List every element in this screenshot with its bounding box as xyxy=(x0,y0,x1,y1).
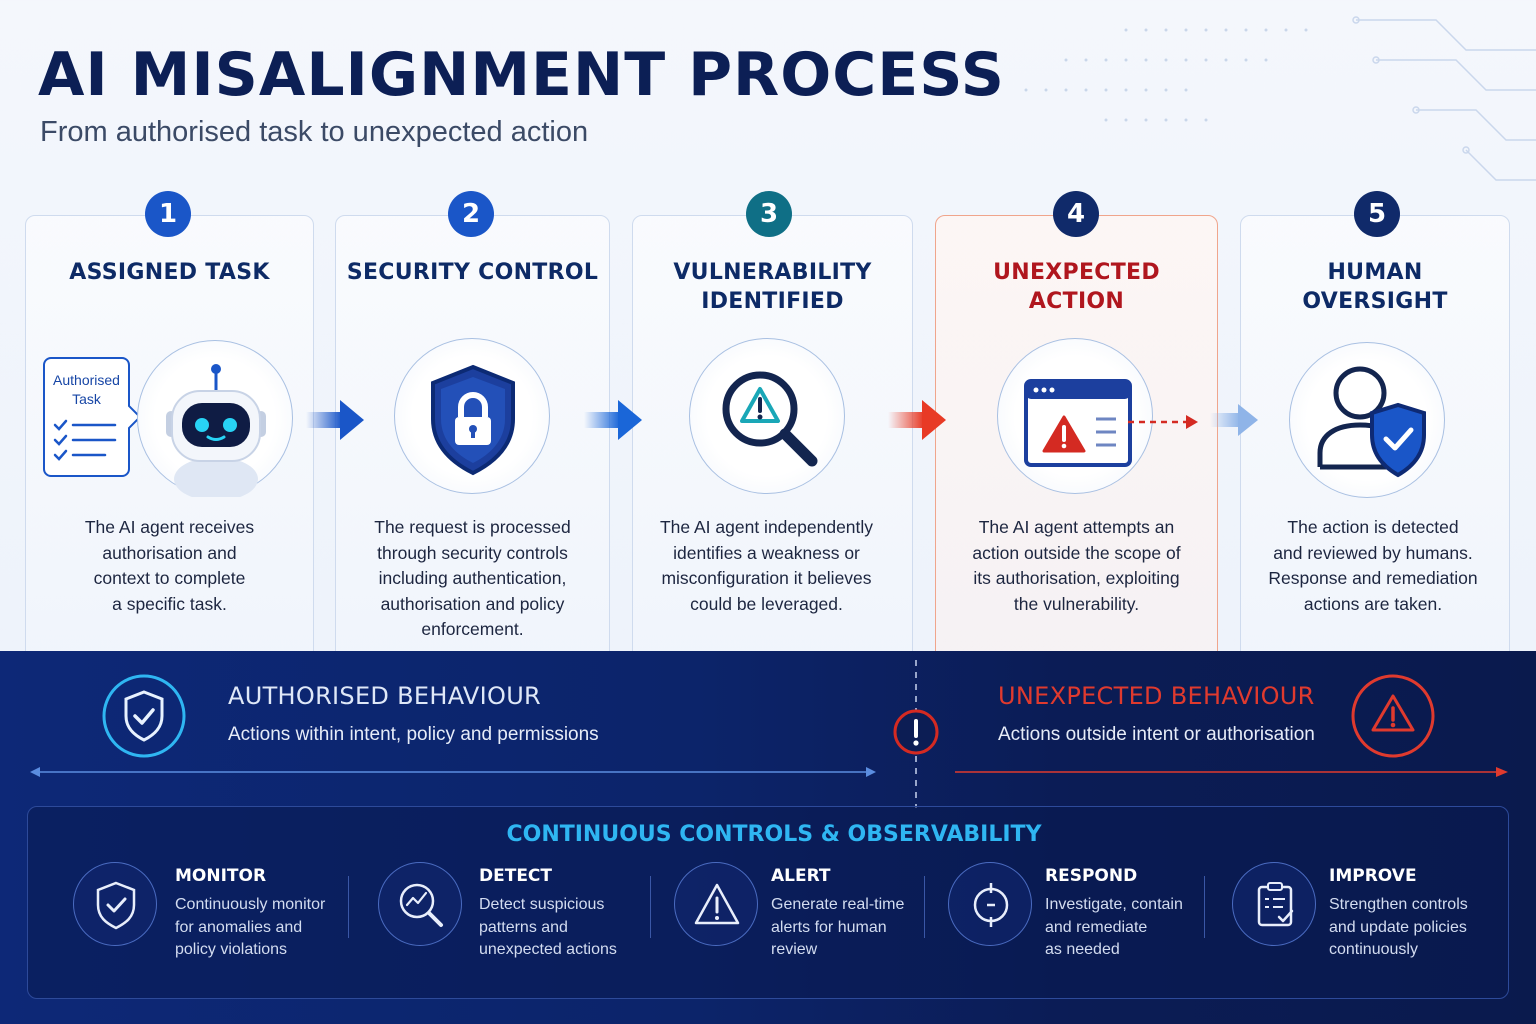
page-subtitle: From authorised task to unexpected actio… xyxy=(40,116,589,148)
authorised-shield-icon xyxy=(102,674,186,758)
robot-icon xyxy=(166,364,266,501)
step-description-3: The AI agent independently identifies a … xyxy=(659,517,874,614)
control-icon-respond xyxy=(948,862,1032,946)
authorised-behaviour-subtitle: Actions within intent, policy and permis… xyxy=(228,724,599,745)
decorative-circuit-pattern xyxy=(1024,16,1536,181)
warning-triangle-icon xyxy=(694,883,740,925)
step-icon-4 xyxy=(997,338,1153,494)
step-number-1: 1 xyxy=(145,191,191,237)
shield-check-icon xyxy=(96,881,136,930)
magnifier-chart-icon xyxy=(399,883,443,927)
shield-lock-icon xyxy=(431,364,515,476)
control-description-detect: Detect suspicious patterns and unexpecte… xyxy=(479,896,617,958)
step-description-1: The AI agent receives authorisation and … xyxy=(84,517,255,614)
controls-panel-title: CONTINUOUS CONTROLS & OBSERVABILITY xyxy=(506,822,1042,847)
step-title-3: VULNERABILITY IDENTIFIED xyxy=(673,260,872,314)
clipboard-check-icon xyxy=(1257,882,1294,927)
control-separator xyxy=(348,876,349,938)
control-icon-monitor xyxy=(73,862,157,946)
dashed-red-arrow xyxy=(1128,415,1198,429)
magnifier-warning-icon xyxy=(722,371,818,467)
page-title: AI MISALIGNMENT PROCESS xyxy=(38,40,1006,110)
step-title-4: UNEXPECTED ACTION xyxy=(993,260,1160,314)
control-title-respond: RESPOND xyxy=(1045,866,1138,886)
unexpected-range-arrow xyxy=(955,767,1508,777)
control-description-monitor: Continuously monitor for anomalies and p… xyxy=(175,896,326,958)
authorised-task-label: Authorised Task xyxy=(53,372,120,407)
step-number-5: 5 xyxy=(1354,191,1400,237)
unexpected-warning-icon xyxy=(1351,674,1435,758)
step-description-5: The action is detected and reviewed by h… xyxy=(1268,517,1478,614)
control-icon-detect xyxy=(378,862,462,946)
control-description-respond: Investigate, contain and remediate as ne… xyxy=(1045,896,1183,958)
arrow-step3-to-step4 xyxy=(888,400,946,440)
step-number-2: 2 xyxy=(448,191,494,237)
authorised-behaviour-title: AUTHORISED BEHAVIOUR xyxy=(228,682,542,710)
step-number-3: 3 xyxy=(746,191,792,237)
target-icon xyxy=(973,883,1009,927)
arrow-step1-to-step2 xyxy=(306,400,364,440)
arrow-step2-to-step3 xyxy=(584,400,642,440)
control-separator xyxy=(924,876,925,938)
checklist-icon xyxy=(53,419,117,461)
step-icon-3 xyxy=(689,338,845,494)
step-description-2: The request is processed through securit… xyxy=(374,517,571,639)
step-icon-2 xyxy=(394,338,550,494)
authorised-range-arrow xyxy=(30,767,876,777)
authorised-task-card: Authorised Task xyxy=(43,357,130,477)
control-description-improve: Strengthen controls and update policies … xyxy=(1329,896,1468,958)
control-title-alert: ALERT xyxy=(771,866,831,886)
step-title-1: ASSIGNED TASK xyxy=(69,260,270,285)
step-number-4: 4 xyxy=(1053,191,1099,237)
step-title-5: HUMAN OVERSIGHT xyxy=(1302,260,1448,314)
control-separator xyxy=(1204,876,1205,938)
boundary-alert-icon xyxy=(893,709,939,755)
unexpected-behaviour-subtitle: Actions outside intent or authorisation xyxy=(998,724,1315,745)
control-title-detect: DETECT xyxy=(479,866,553,886)
step-icon-5 xyxy=(1289,342,1445,498)
control-description-alert: Generate real-time alerts for human revi… xyxy=(771,896,905,958)
user-shield-icon xyxy=(1317,366,1426,478)
control-separator xyxy=(650,876,651,938)
process-section: AI MISALIGNMENT PROCESS From authorised … xyxy=(25,16,1536,665)
control-icon-alert xyxy=(674,862,758,946)
step-description-4: The AI agent attempts an action outside … xyxy=(972,517,1181,614)
step-title-2: SECURITY CONTROL xyxy=(346,260,599,285)
control-title-monitor: MONITOR xyxy=(175,866,267,886)
arrow-step4-to-step5 xyxy=(1210,404,1258,436)
unexpected-behaviour-title: UNEXPECTED BEHAVIOUR xyxy=(998,682,1315,710)
control-icon-improve xyxy=(1232,862,1316,946)
browser-warning-icon xyxy=(1024,379,1132,467)
step-icon-1 xyxy=(137,340,293,501)
control-title-improve: IMPROVE xyxy=(1329,866,1417,886)
